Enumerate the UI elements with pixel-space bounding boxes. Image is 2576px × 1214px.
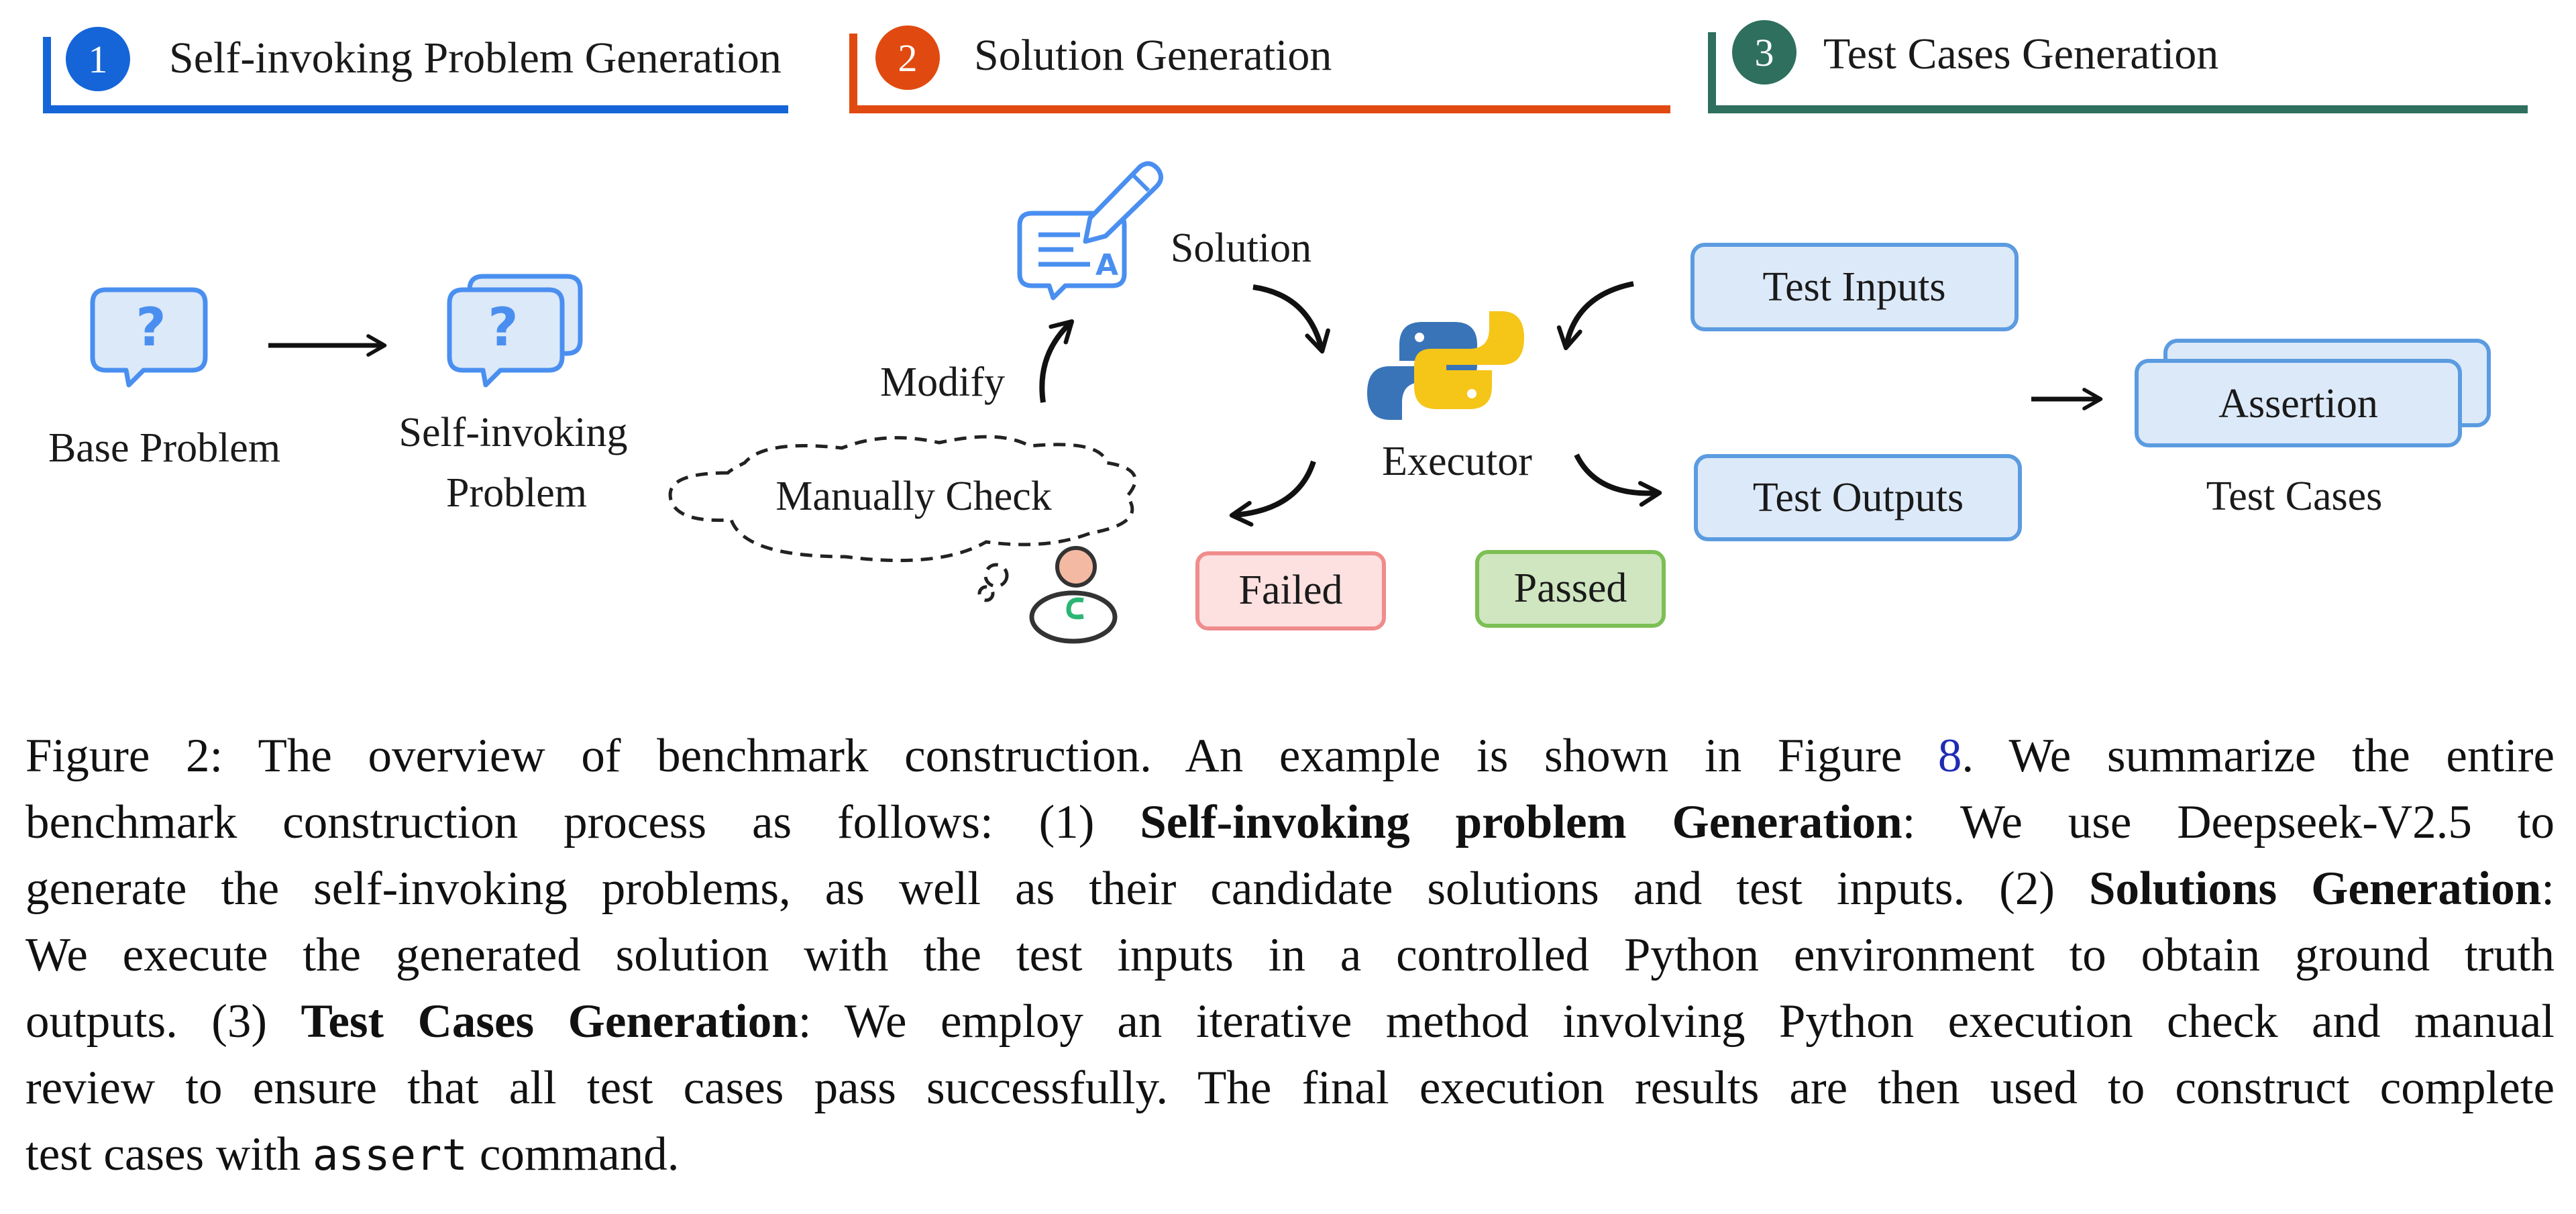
caption-line-7: test cases with assert command. bbox=[25, 1121, 2555, 1189]
caption-line-2: benchmark construction process as follow… bbox=[25, 789, 2555, 856]
stage-2-bracket bbox=[849, 34, 1670, 113]
figure-8-link[interactable]: 8 bbox=[1937, 730, 1962, 782]
self-invoking-label-line1: Self-invoking bbox=[399, 410, 628, 455]
arrow-executor-to-test-outputs bbox=[1574, 453, 1662, 507]
stage-1-title: Self-invoking Problem Generation bbox=[169, 34, 782, 82]
test-inputs-label: Test Inputs bbox=[1763, 264, 1946, 310]
caption-text: We execute the generated solution with t… bbox=[25, 929, 2555, 981]
assertion-label: Assertion bbox=[2218, 381, 2378, 427]
base-problem-label: Base Problem bbox=[48, 425, 280, 471]
stage-1-header: 1 Self-invoking Problem Generation bbox=[43, 27, 788, 113]
caption-bold-term: Solutions Generation bbox=[2088, 863, 2542, 915]
caption-text: : bbox=[2541, 863, 2555, 915]
svg-text:?: ? bbox=[136, 298, 166, 358]
stage-3-badge bbox=[1732, 20, 1796, 85]
arrow-test-inputs-to-executor bbox=[1556, 281, 1634, 351]
caption-text: : We use Deepseek-V2.5 to bbox=[1902, 796, 2555, 848]
stage-3-header: 3 Test Cases Generation bbox=[1708, 20, 2528, 113]
modify-label: Modify bbox=[880, 360, 1005, 405]
self-invoking-label-line2: Problem bbox=[446, 470, 587, 516]
question-bubble-icon: ? bbox=[90, 287, 208, 388]
caption-line-1: Figure 2: The overview of benchmark cons… bbox=[25, 723, 2555, 789]
caption-text: review to ensure that all test cases pas… bbox=[25, 1062, 2555, 1114]
caption-text: test cases with bbox=[25, 1128, 313, 1180]
stage-2-badge bbox=[875, 25, 940, 90]
stage-2-number: 2 bbox=[898, 36, 918, 80]
passed-label: Passed bbox=[1514, 565, 1627, 611]
test-cases-label: Test Cases bbox=[2206, 474, 2383, 519]
arrow-executor-to-failed bbox=[1229, 460, 1316, 527]
person-reviewer-icon bbox=[1029, 546, 1118, 644]
passed-box bbox=[1475, 550, 1666, 628]
stage-3-bracket bbox=[1708, 32, 2528, 113]
solution-form-icon: A bbox=[1017, 161, 1163, 300]
caption-text: . We summarize the entire bbox=[1962, 730, 2555, 782]
assertion-box bbox=[2135, 359, 2462, 447]
stage-3-title: Test Cases Generation bbox=[1823, 30, 2218, 78]
caption-line-4: We execute the generated solution with t… bbox=[25, 922, 2555, 989]
caption-text: benchmark construction process as follow… bbox=[25, 796, 1140, 848]
stacked-question-bubbles-icon: ? bbox=[447, 274, 583, 388]
caption-text: Figure 2: The overview of benchmark cons… bbox=[25, 730, 1938, 782]
stage-1-number: 1 bbox=[89, 38, 108, 81]
caption-code: assert bbox=[312, 1131, 468, 1180]
test-outputs-label: Test Outputs bbox=[1753, 475, 1964, 520]
caption-text: : We employ an iterative method involvin… bbox=[798, 995, 2555, 1048]
stage-1-badge bbox=[66, 27, 130, 91]
caption-text: generate the self-invoking problems, as … bbox=[25, 863, 2089, 915]
thought-cloud bbox=[668, 435, 1137, 602]
stage-2-header: 2 Solution Generation bbox=[849, 25, 1670, 113]
stage-1-bracket bbox=[43, 37, 788, 113]
benchmark-construction-diagram: 1 Self-invoking Problem Generation 2 Sol… bbox=[43, 20, 2528, 644]
failed-label: Failed bbox=[1239, 567, 1343, 613]
caption-line-6: review to ensure that all test cases pas… bbox=[25, 1055, 2555, 1121]
failed-box bbox=[1195, 551, 1386, 630]
manually-check-label: Manually Check bbox=[775, 474, 1052, 519]
executor-label: Executor bbox=[1382, 439, 1532, 484]
figure-caption: Figure 2: The overview of benchmark cons… bbox=[25, 723, 2555, 1189]
svg-text:A: A bbox=[1095, 248, 1118, 282]
python-icon bbox=[1367, 311, 1524, 420]
stage-3-number: 3 bbox=[1755, 31, 1774, 74]
solution-label: Solution bbox=[1171, 225, 1311, 271]
caption-line-3: generate the self-invoking problems, as … bbox=[25, 856, 2555, 922]
caption-line-5: outputs. (3) Test Cases Generation: We e… bbox=[25, 989, 2555, 1055]
arrow-solution-to-executor bbox=[1252, 284, 1330, 354]
caption-bold-term: Self-invoking problem Generation bbox=[1140, 796, 1902, 848]
caption-bold-term: Test Cases Generation bbox=[301, 995, 798, 1048]
test-outputs-box bbox=[1694, 454, 2022, 541]
caption-text: command. bbox=[468, 1128, 680, 1180]
stage-2-title: Solution Generation bbox=[974, 31, 1332, 80]
test-inputs-box bbox=[1690, 243, 2019, 331]
arrow-modify-to-solution bbox=[1039, 319, 1075, 403]
svg-text:?: ? bbox=[488, 298, 518, 358]
caption-text: outputs. (3) bbox=[25, 995, 301, 1048]
